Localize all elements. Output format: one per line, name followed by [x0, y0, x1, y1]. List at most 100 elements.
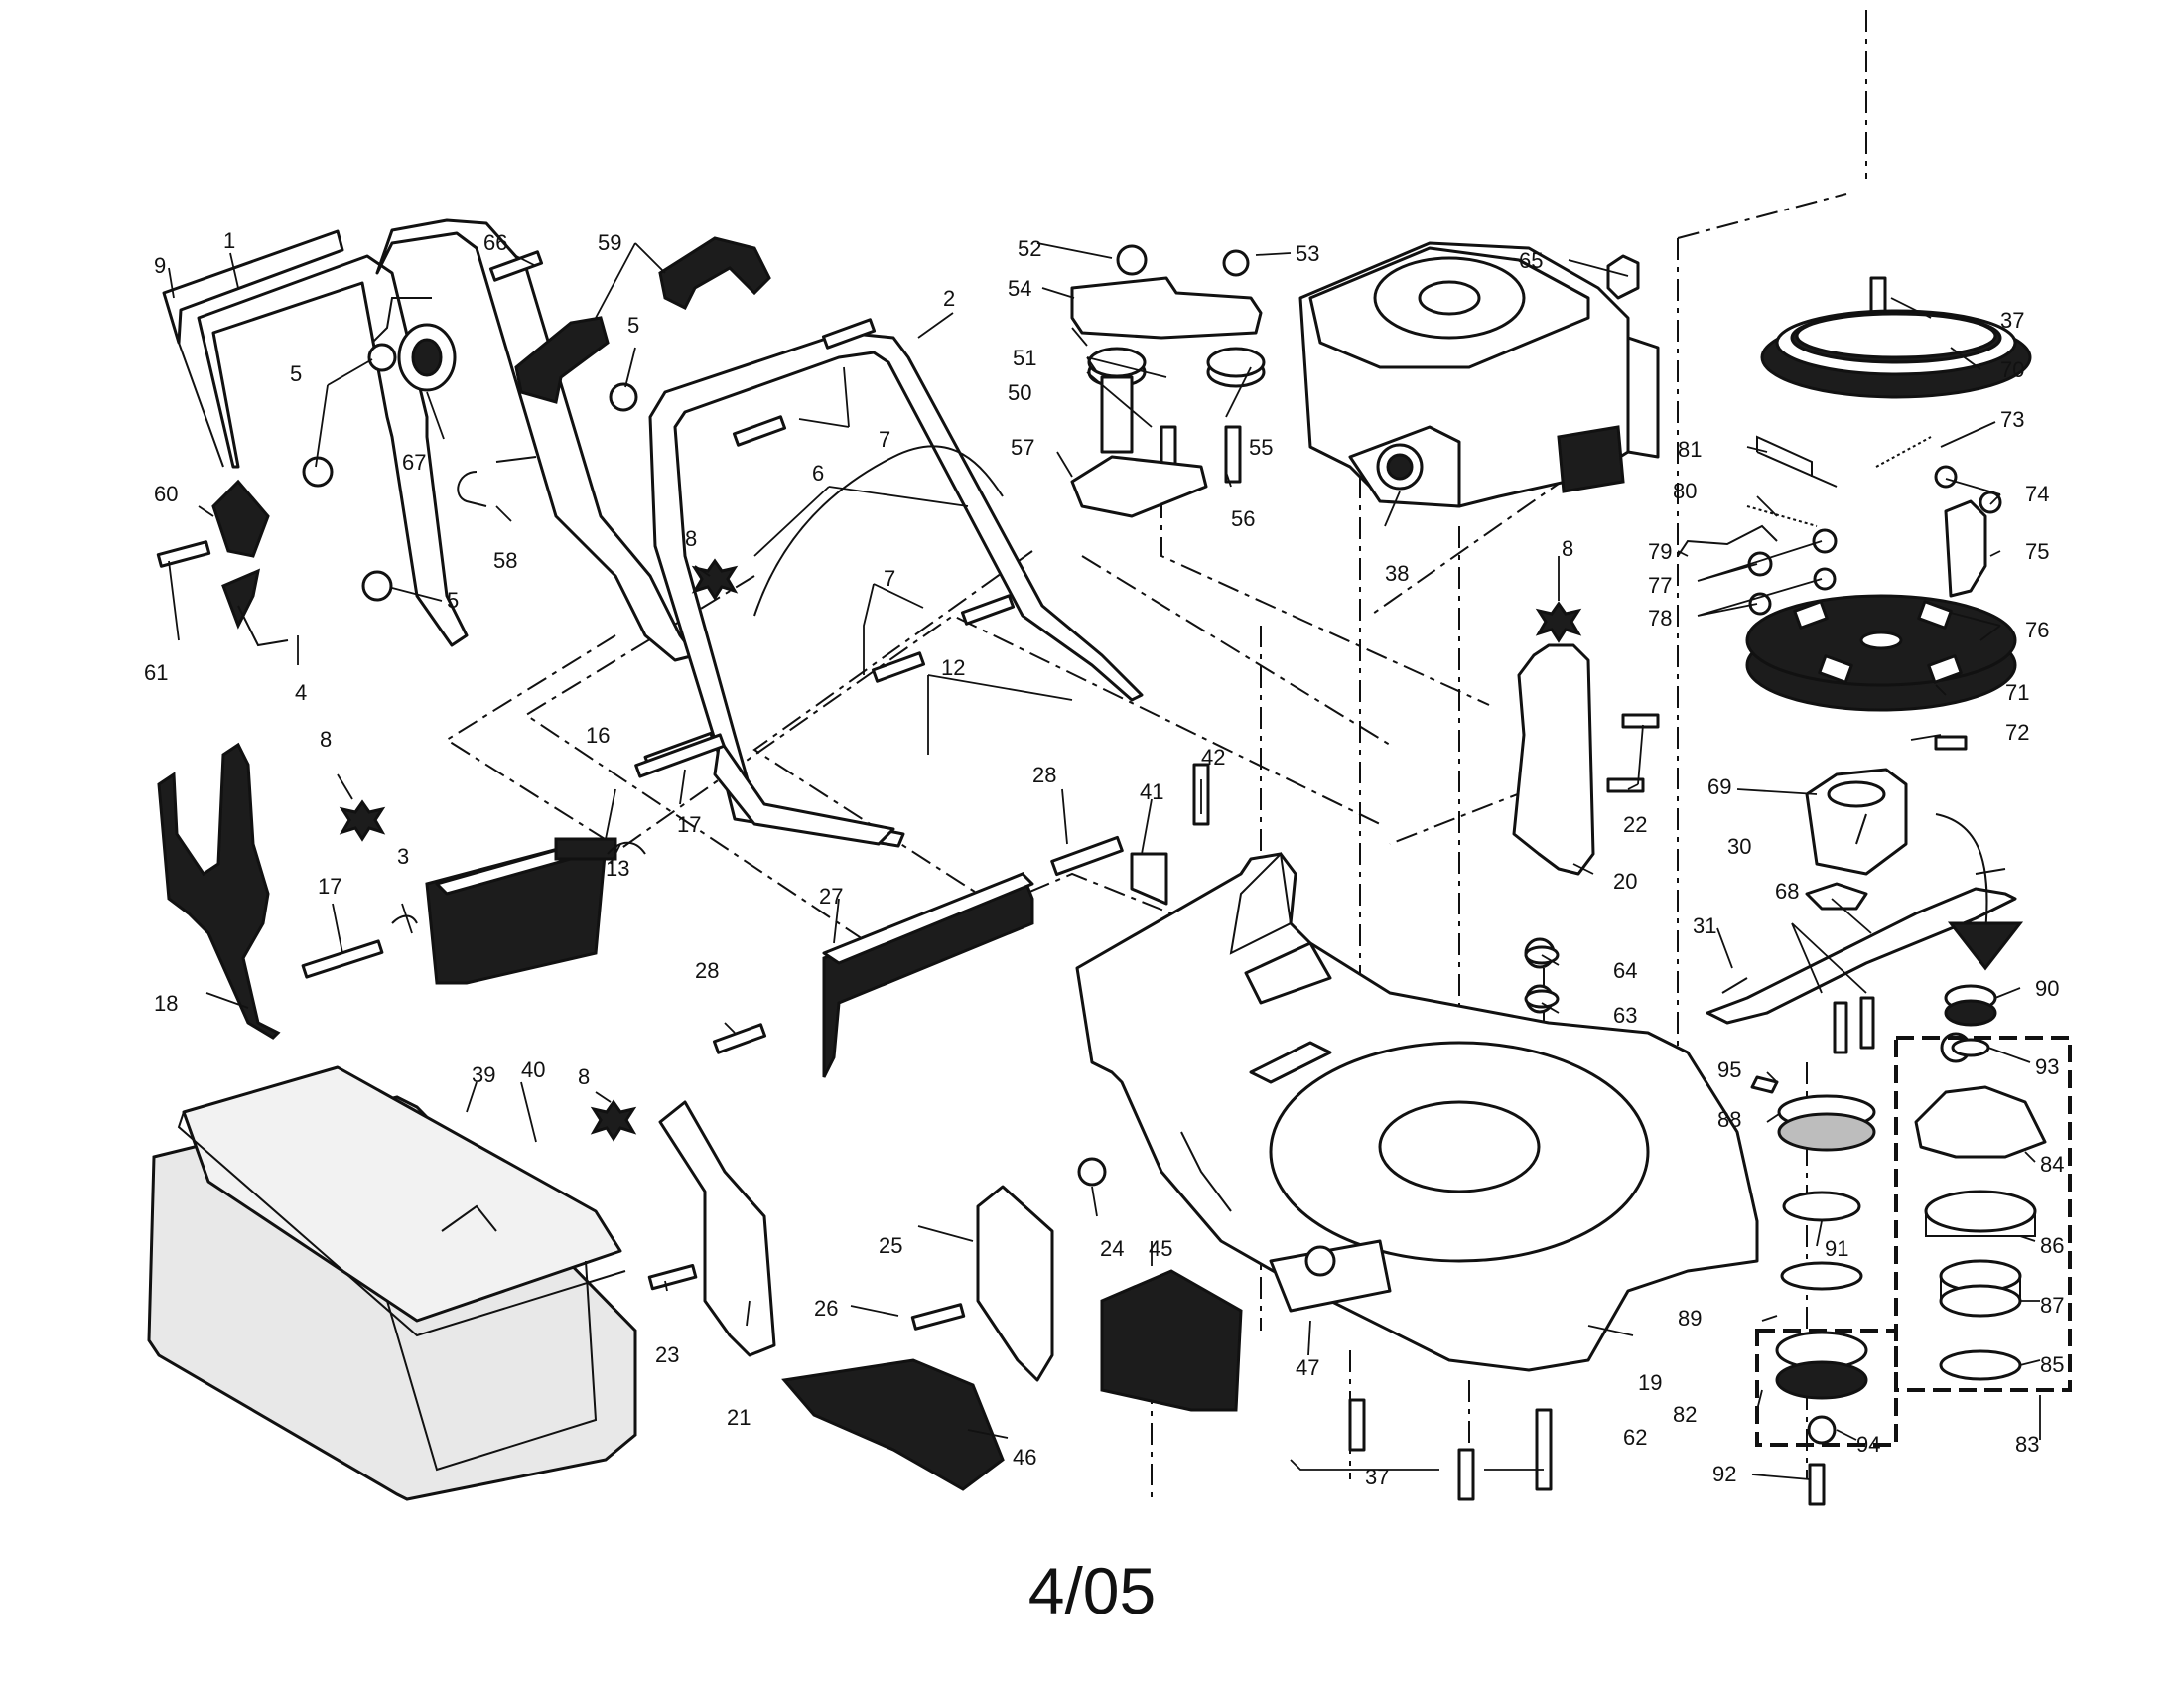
callout-27: 27	[819, 884, 843, 909]
callout-55: 55	[1249, 435, 1273, 460]
hook	[457, 456, 537, 507]
pulley-bracket	[1070, 276, 1266, 518]
callout-7-b: 7	[884, 566, 895, 591]
callout-81: 81	[1678, 437, 1702, 462]
callout-53: 53	[1296, 241, 1319, 266]
callout-76: 76	[2025, 618, 2049, 642]
callout-8-d: 8	[578, 1064, 590, 1089]
callout-41: 41	[1140, 779, 1163, 804]
star-knobs	[339, 558, 1582, 1142]
handle-knob	[371, 297, 457, 392]
callout-8-a: 8	[685, 526, 697, 551]
callout-26: 26	[814, 1296, 838, 1321]
callout-17-a: 17	[677, 812, 701, 837]
callout-59: 59	[598, 230, 621, 255]
callout-80: 80	[1673, 479, 1697, 503]
callout-28-b: 28	[695, 958, 719, 983]
callout-37-a: 37	[1365, 1465, 1389, 1489]
callout-89: 89	[1678, 1306, 1702, 1331]
callout-70: 70	[2000, 357, 2024, 382]
parts-artwork	[147, 10, 2072, 1506]
direction-arrow	[1935, 813, 2024, 971]
callout-6: 6	[812, 461, 824, 486]
callout-1: 1	[223, 228, 235, 253]
page-code: 4/05	[1028, 1554, 1156, 1627]
callout-46: 46	[1013, 1445, 1036, 1470]
callout-68: 68	[1775, 879, 1799, 904]
callout-25: 25	[879, 1233, 902, 1258]
callout-13: 13	[606, 856, 629, 881]
bolts	[156, 250, 1996, 1506]
control-switch	[211, 479, 289, 647]
callout-78: 78	[1648, 606, 1672, 631]
drive-components	[1750, 984, 1997, 1400]
key-plate	[1805, 882, 1868, 911]
callout-38: 38	[1385, 561, 1409, 586]
assembly-box-83	[1894, 1036, 2072, 1392]
callout-31: 31	[1693, 913, 1716, 938]
callout-72: 72	[2005, 720, 2029, 745]
callout-12: 12	[941, 655, 965, 680]
rear-door	[391, 837, 646, 985]
callout-79: 79	[1648, 539, 1672, 564]
mulch-plug	[1100, 1269, 1243, 1412]
callout-82: 82	[1673, 1402, 1697, 1427]
callout-67: 67	[402, 450, 426, 475]
brake-levers	[1677, 435, 1987, 598]
callout-84: 84	[2040, 1152, 2064, 1177]
mower-deck	[1075, 851, 1759, 1372]
callout-8-c: 8	[1562, 536, 1573, 561]
callout-86: 86	[2040, 1233, 2064, 1258]
callout-65: 65	[1519, 248, 1543, 273]
side-discharge	[781, 1358, 1005, 1491]
callout-28-a: 28	[1032, 763, 1056, 787]
side-deflector	[976, 1185, 1054, 1382]
blade	[1706, 887, 2017, 1025]
grass-bag	[147, 1065, 637, 1501]
engine	[1298, 241, 1660, 508]
door-rod	[634, 733, 726, 778]
callout-58: 58	[493, 548, 517, 573]
clutch-components	[1914, 1085, 2047, 1381]
callout-20: 20	[1613, 869, 1637, 894]
callout-71: 71	[2005, 680, 2029, 705]
leader-lines	[168, 242, 2041, 1480]
callout-39: 39	[472, 1062, 495, 1087]
callout-labels: 9 1 66 59 2 5 5 7 67 6 60 8 58 5 7 61 4 …	[144, 228, 2064, 1489]
callout-85: 85	[2040, 1352, 2064, 1377]
callout-74: 74	[2025, 482, 2049, 506]
callout-9: 9	[154, 253, 166, 278]
callout-8-b: 8	[320, 727, 332, 752]
callout-63: 63	[1613, 1003, 1637, 1028]
callout-16: 16	[586, 723, 610, 748]
callout-5-b: 5	[290, 361, 302, 386]
callout-4: 4	[295, 680, 307, 705]
callout-69: 69	[1707, 774, 1731, 799]
callout-30: 30	[1727, 834, 1751, 859]
callout-42: 42	[1201, 745, 1225, 770]
callout-18: 18	[154, 991, 178, 1016]
callout-64: 64	[1613, 958, 1637, 983]
height-adjust-brackets	[658, 643, 1595, 1357]
callout-47: 47	[1296, 1355, 1319, 1380]
callout-45: 45	[1149, 1236, 1172, 1261]
callout-19: 19	[1638, 1370, 1662, 1395]
callout-2: 2	[943, 286, 955, 311]
callout-95: 95	[1717, 1057, 1741, 1082]
callout-37-b: 37	[2000, 308, 2024, 333]
brake-spring	[1746, 436, 1932, 527]
upper-handle-right	[648, 331, 1144, 848]
control-cable	[753, 445, 1004, 617]
callout-61: 61	[144, 660, 168, 685]
engine-clip	[1606, 254, 1640, 300]
callout-22: 22	[1623, 812, 1647, 837]
callout-24: 24	[1100, 1236, 1124, 1261]
callout-56: 56	[1231, 506, 1255, 531]
lower-handle	[162, 229, 469, 647]
rear-bar	[822, 872, 1034, 1078]
callout-90: 90	[2035, 976, 2059, 1001]
callout-83: 83	[2015, 1432, 2039, 1457]
callout-7-a: 7	[879, 427, 890, 452]
callout-66: 66	[483, 230, 507, 255]
callout-77: 77	[1648, 573, 1672, 598]
